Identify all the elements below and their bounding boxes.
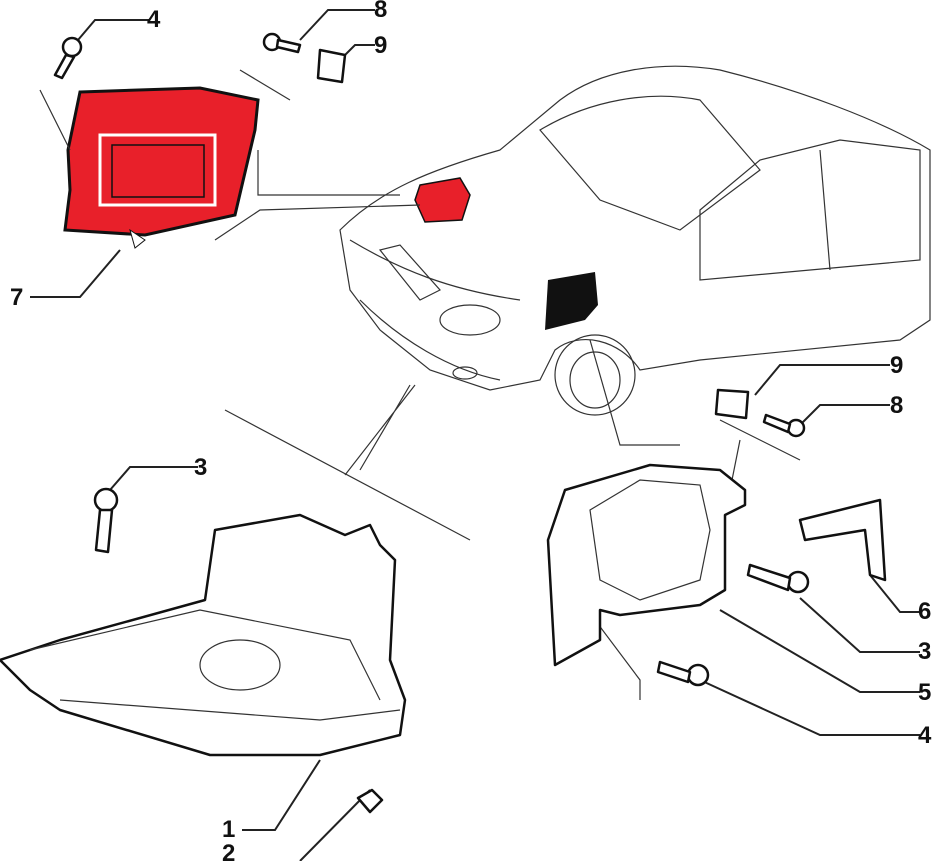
- callout-1: 1: [222, 816, 236, 843]
- callout-8-right: 8: [890, 392, 904, 419]
- undertray-part: [0, 513, 407, 757]
- callout-3-left: 3: [194, 454, 208, 481]
- red-part-on-car: [414, 177, 471, 223]
- callout-7: 7: [10, 284, 24, 311]
- fasteners: [53, 32, 887, 814]
- red-cover-part: [63, 86, 260, 249]
- wheel-arch-liner-part: [546, 463, 747, 667]
- callout-2: 2: [222, 840, 236, 867]
- callout-9-top: 9: [374, 32, 388, 59]
- callout-9-right: 9: [890, 352, 904, 379]
- callout-4-top-left: 4: [147, 6, 161, 33]
- callout-4-bottom-right: 4: [918, 722, 932, 749]
- callout-3-right: 3: [918, 638, 932, 665]
- black-part-on-car: [545, 272, 598, 330]
- car-outline: [339, 65, 931, 416]
- callout-8-top: 8: [374, 0, 388, 23]
- callout-6: 6: [918, 598, 932, 625]
- callout-5: 5: [918, 679, 932, 706]
